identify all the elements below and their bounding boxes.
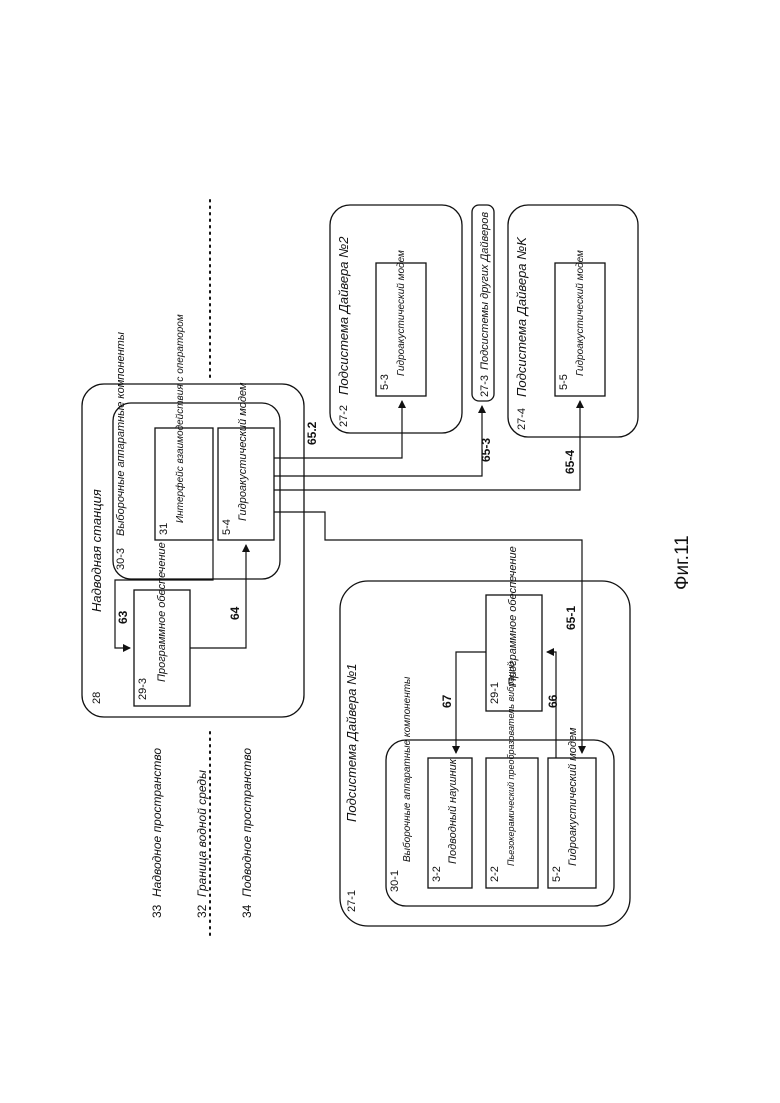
modem-5-5-label: Гидроакустический модем [575, 250, 586, 376]
zone-above-water-label: Надводное пространство [150, 748, 164, 897]
hardware-group-30-1-title: Выборочные аппаратные компоненты [401, 676, 413, 862]
surface-station-number: 28 [91, 692, 103, 704]
modem-5-4-label: Гидроакустический модем [237, 382, 249, 521]
transducer-2-2-number: 2-2 [489, 866, 501, 882]
other-divers-label: Подсистемы других Дайверов [479, 212, 491, 370]
zone-above-water-number: 33 [150, 904, 164, 918]
diver-2-title: Подсистема Дайвера №2 [336, 236, 351, 395]
figure-caption: Фиг.11 [672, 535, 693, 590]
link-67 [456, 652, 486, 753]
other-divers-number: 27-3 [479, 375, 491, 397]
hardware-group-30-3-title: Выборочные аппаратные компоненты [115, 332, 127, 536]
zone-under-water-number: 34 [240, 904, 254, 918]
zone-boundary-label: Граница водной среды [195, 770, 209, 897]
modem-5-3-number: 5-3 [379, 374, 391, 390]
link-65-3-label: 65-3 [479, 438, 493, 462]
headphone-3-2-label: Подводный наушник [447, 758, 459, 864]
software-29-3-label: Программное обеспечение [156, 542, 168, 682]
link-65-1-label: 65-1 [564, 606, 578, 630]
surface-station-title: Надводная станция [89, 489, 104, 612]
link-65-2-label: 65.2 [305, 421, 319, 445]
link-63-label: 63 [116, 610, 130, 624]
diver-k-title: Подсистема Дайвера №K [514, 236, 529, 397]
operator-interface-number: 31 [158, 523, 170, 535]
link-65-4 [274, 401, 580, 490]
link-67-label: 67 [440, 694, 454, 708]
modem-5-4-number: 5-4 [221, 519, 233, 535]
hardware-group-30-3-title-text: Выборочные аппаратные компоненты [115, 332, 127, 536]
diver-k-number: 27-4 [516, 408, 528, 430]
software-29-3-number: 29-3 [137, 678, 149, 700]
diver-1-title: Подсистема Дайвера №1 [344, 664, 359, 822]
diver-1-number: 27-1 [346, 890, 358, 912]
modem-5-3-label: Гидроакустический модем [396, 250, 407, 376]
transducer-2-2-label: Пьезокерамический преобразователь вибрац… [506, 662, 516, 866]
link-66-label: 66 [546, 694, 560, 708]
link-64 [190, 545, 246, 648]
modem-5-5-number: 5-5 [558, 374, 570, 390]
headphone-3-2-number: 3-2 [431, 866, 443, 882]
modem-5-2-number: 5-2 [551, 866, 563, 882]
modem-5-2-label: Гидроакустический модем [567, 727, 579, 866]
hardware-group-30-1-number: 30-1 [389, 870, 401, 892]
diver-2-number: 27-2 [338, 405, 350, 427]
zone-boundary-number: 32 [195, 904, 209, 918]
link-65-4-label: 65-4 [563, 450, 577, 474]
hardware-group-30-3-number: 30-3 [115, 548, 127, 570]
link-64-label: 64 [228, 606, 242, 620]
operator-interface-label: Интерфейс взаимодействия с оператором [174, 314, 186, 523]
software-29-1-number: 29-1 [489, 682, 501, 704]
zone-under-water-label: Подводное пространство [240, 748, 254, 897]
